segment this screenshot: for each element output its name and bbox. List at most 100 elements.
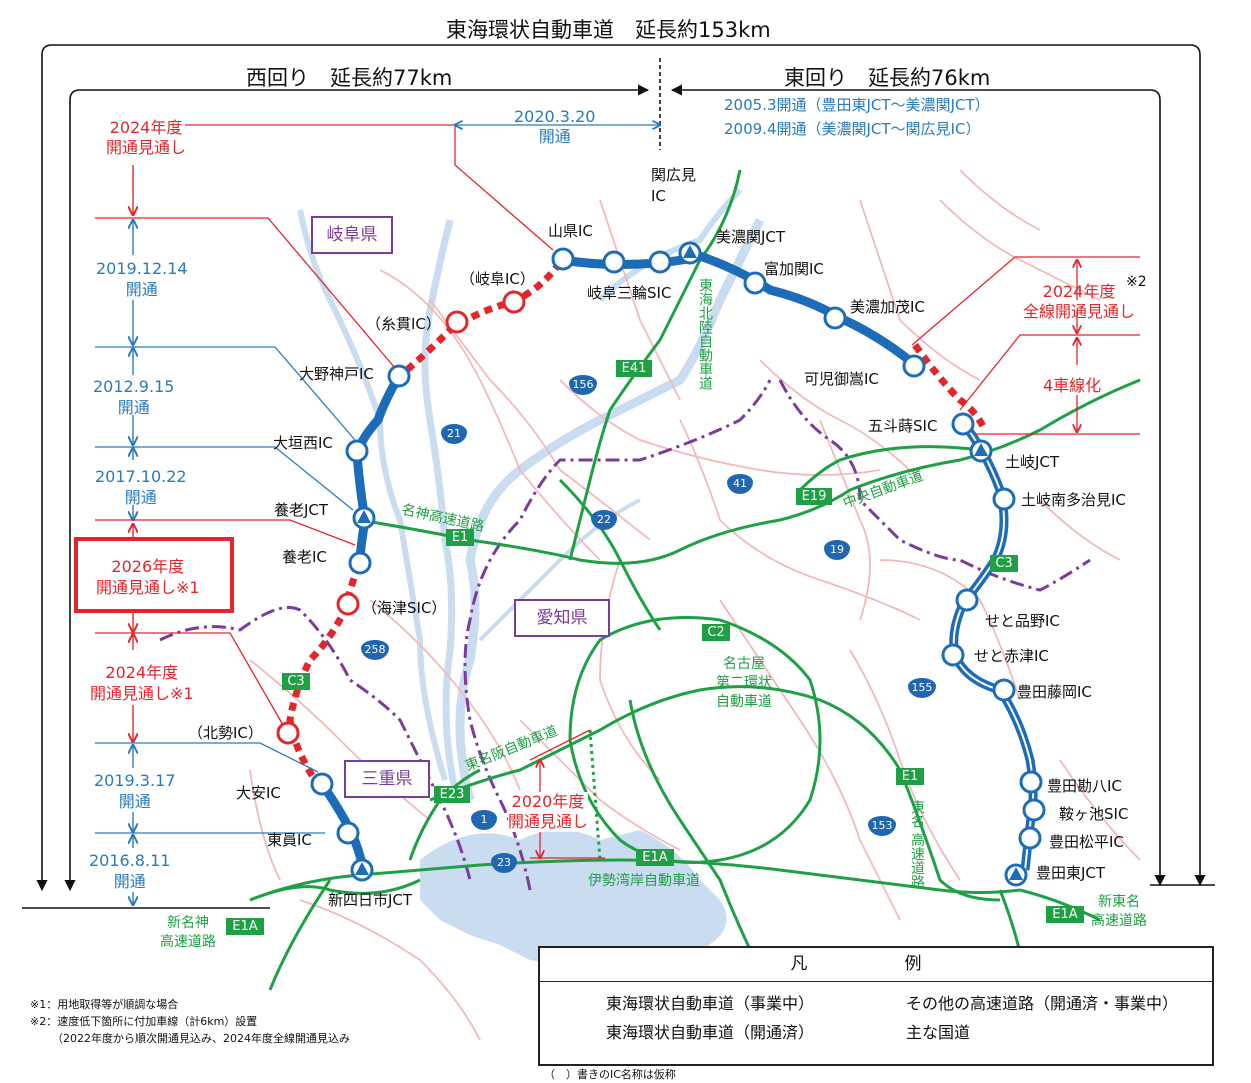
- ic-label-toyotakanpachi: 豊田勘八IC: [1047, 777, 1122, 795]
- shield-e1a-isewan: E1A: [636, 849, 674, 866]
- shield-c2: C2: [702, 624, 730, 641]
- east-length-title: 東回り 延長約76km: [784, 66, 991, 90]
- ic-label-onogodo: 大野神戸IC: [299, 365, 374, 383]
- timeline-2016-8-11: 2016.8.11 開通: [89, 851, 171, 891]
- ic-marker-yamagata: [551, 247, 575, 271]
- highlight-box: [74, 537, 234, 613]
- ic-label-shinyokkaichi: 新四日市JCT: [328, 891, 413, 909]
- legend-construction: 東海環状自動車道（事業中）: [606, 994, 815, 1013]
- ic-marker-toin: [336, 821, 360, 845]
- shield-c3-east: C3: [990, 555, 1018, 572]
- ic-label-ogakinishi: 大垣西IC: [273, 434, 333, 452]
- route-shin-meishin: 新名神 高速道路: [160, 915, 216, 950]
- ic-marker-gifumiwa: [602, 250, 626, 274]
- ic-marker-daian: [310, 772, 334, 796]
- west-leader-lines: [95, 125, 660, 834]
- ic-marker-sekihiromi: [648, 250, 672, 274]
- ic-label-tokinan: 土岐南多治見IC: [1021, 491, 1126, 509]
- jct-marker-shinyokkaichi: [350, 858, 374, 882]
- route-shin-tomei: 新東名 高速道路: [1091, 894, 1147, 929]
- route-nagoya2: 名古屋 第二環状 自動車道: [716, 656, 772, 710]
- ic-label-daian: 大安IC: [236, 784, 281, 802]
- legend-other-expressway: その他の高速道路（開通済・事業中）: [906, 994, 1179, 1013]
- ic-marker-kuragaike: [1022, 798, 1046, 822]
- route-marker-153: 153: [868, 816, 896, 836]
- timeline-2026-plan: 2026年度 開通見通し※1: [96, 557, 200, 597]
- route-marker-41: 41: [727, 474, 753, 494]
- ic-label-itonuki: （糸貫IC）: [366, 315, 441, 333]
- route-isewan: 伊勢湾岸自動車道: [588, 873, 700, 889]
- ic-label-gifu: （岐阜IC）: [460, 270, 535, 288]
- rivers: [297, 187, 765, 975]
- ic-marker-tokinan: [992, 487, 1016, 511]
- prefecture-mie: 三重県: [344, 760, 430, 798]
- jct-marker-toki: [969, 439, 993, 463]
- shield-e19: E19: [796, 488, 832, 505]
- total-length-title: 東海環状自動車道 延長約153km: [446, 18, 771, 42]
- legend-title: 凡 例: [540, 948, 1212, 982]
- route-marker-156: 156: [569, 375, 597, 395]
- east-open-line-1: 2005.3開通（豊田東JCT～美濃関JCT）: [724, 96, 990, 114]
- ic-label-setoshinano: せと品野IC: [985, 612, 1060, 630]
- timeline-2019-3-17: 2019.3.17 開通: [94, 771, 176, 811]
- ic-label-sekihiromi: 関広見 IC: [651, 166, 697, 205]
- route-tokai-hokuriku: 東海北陸自動車道: [697, 278, 713, 390]
- ic-marker-kaizu: [336, 592, 360, 616]
- ic-label-toin: 東員IC: [267, 831, 312, 849]
- footnote-1: ※1：用地取得等が順調な場合: [30, 998, 179, 1011]
- shield-e1a-east: E1A: [1046, 906, 1084, 923]
- footnote-4: （ ）書きのIC名称は仮称: [544, 1068, 676, 1081]
- route-marker-22: 22: [591, 510, 617, 530]
- footnote-2: ※2：速度低下箇所に付加車線（計6km）設置: [30, 1015, 258, 1028]
- ic-label-setoakazu: せと赤津IC: [974, 647, 1049, 665]
- ic-label-toyotamatsudaira: 豊田松平IC: [1049, 833, 1124, 851]
- ic-marker-toyotafujioka: [992, 678, 1016, 702]
- prefecture-gifu: 岐阜県: [311, 216, 393, 254]
- shield-e41: E41: [616, 360, 652, 377]
- ic-label-toyotafujioka: 豊田藤岡IC: [1017, 683, 1092, 701]
- route-marker-23: 23: [491, 853, 517, 873]
- ic-marker-setoakazu: [941, 643, 965, 667]
- ic-label-minokamo: 美濃加茂IC: [850, 298, 925, 316]
- length-brackets: [22, 44, 1215, 909]
- ic-marker-itonuki: [445, 310, 469, 334]
- four-lane-label: 4車線化: [1043, 376, 1102, 395]
- ic-label-kani: 可児御嵩IC: [804, 370, 879, 388]
- ic-marker-gifu: [502, 290, 526, 314]
- east-plan-label: 2024年度 全線開通見通し: [1023, 282, 1136, 321]
- shield-e1-tomei: E1: [896, 768, 924, 785]
- shield-e1-meishin: E1: [446, 529, 474, 546]
- jct-marker-minoseki: [678, 241, 702, 265]
- timeline-2012-9-15: 2012.9.15 開通: [93, 377, 175, 417]
- ic-markers: [310, 247, 1046, 850]
- ic-label-toyotahigashi: 豊田東JCT: [1036, 864, 1106, 882]
- route-marker-19: 19: [824, 540, 850, 560]
- footnote-3: （2022年度から順次開通見込み、2024年度全線開通見込み: [52, 1032, 350, 1045]
- ic-marker-ogakinishi: [345, 439, 369, 463]
- route-marker-21: 21: [441, 424, 467, 444]
- route-tomei-exp: 東名 高速道路: [909, 800, 925, 889]
- shield-c3-west: C3: [282, 673, 310, 690]
- ic-label-yoro: 養老IC: [282, 548, 327, 566]
- timeline-2024-plan: 2024年度 開通見通し※1: [90, 663, 194, 703]
- shield-e23: E23: [434, 786, 470, 803]
- route-marker-1: 1: [471, 810, 497, 830]
- jct-marker-yoro: [352, 506, 376, 530]
- ic-marker-kani: [902, 354, 926, 378]
- timeline-2019-12-14: 2019.12.14 開通: [96, 259, 188, 299]
- west-length-title: 西回り 延長約77km: [246, 66, 453, 90]
- jct-marker-toyotahigashi: [1004, 863, 1028, 887]
- extra-green-3: [268, 879, 332, 991]
- ic-label-yamagata: 山県IC: [548, 222, 593, 240]
- ic-marker-setoshinano: [955, 588, 979, 612]
- ic-marker-toyotakanpachi: [1019, 770, 1043, 794]
- east-note-mark: ※2: [1126, 274, 1147, 290]
- ic-label-tomika: 富加関IC: [764, 260, 824, 278]
- ic-label-hokusei: （北勢IC）: [188, 724, 263, 742]
- ic-marker-onogodo: [387, 364, 411, 388]
- ic-label-yoro-jct: 養老JCT: [274, 501, 329, 519]
- east-leader-lines: [911, 256, 1140, 435]
- legend-national-road: 主な国道: [906, 1023, 971, 1042]
- route-marker-155: 155: [908, 678, 936, 698]
